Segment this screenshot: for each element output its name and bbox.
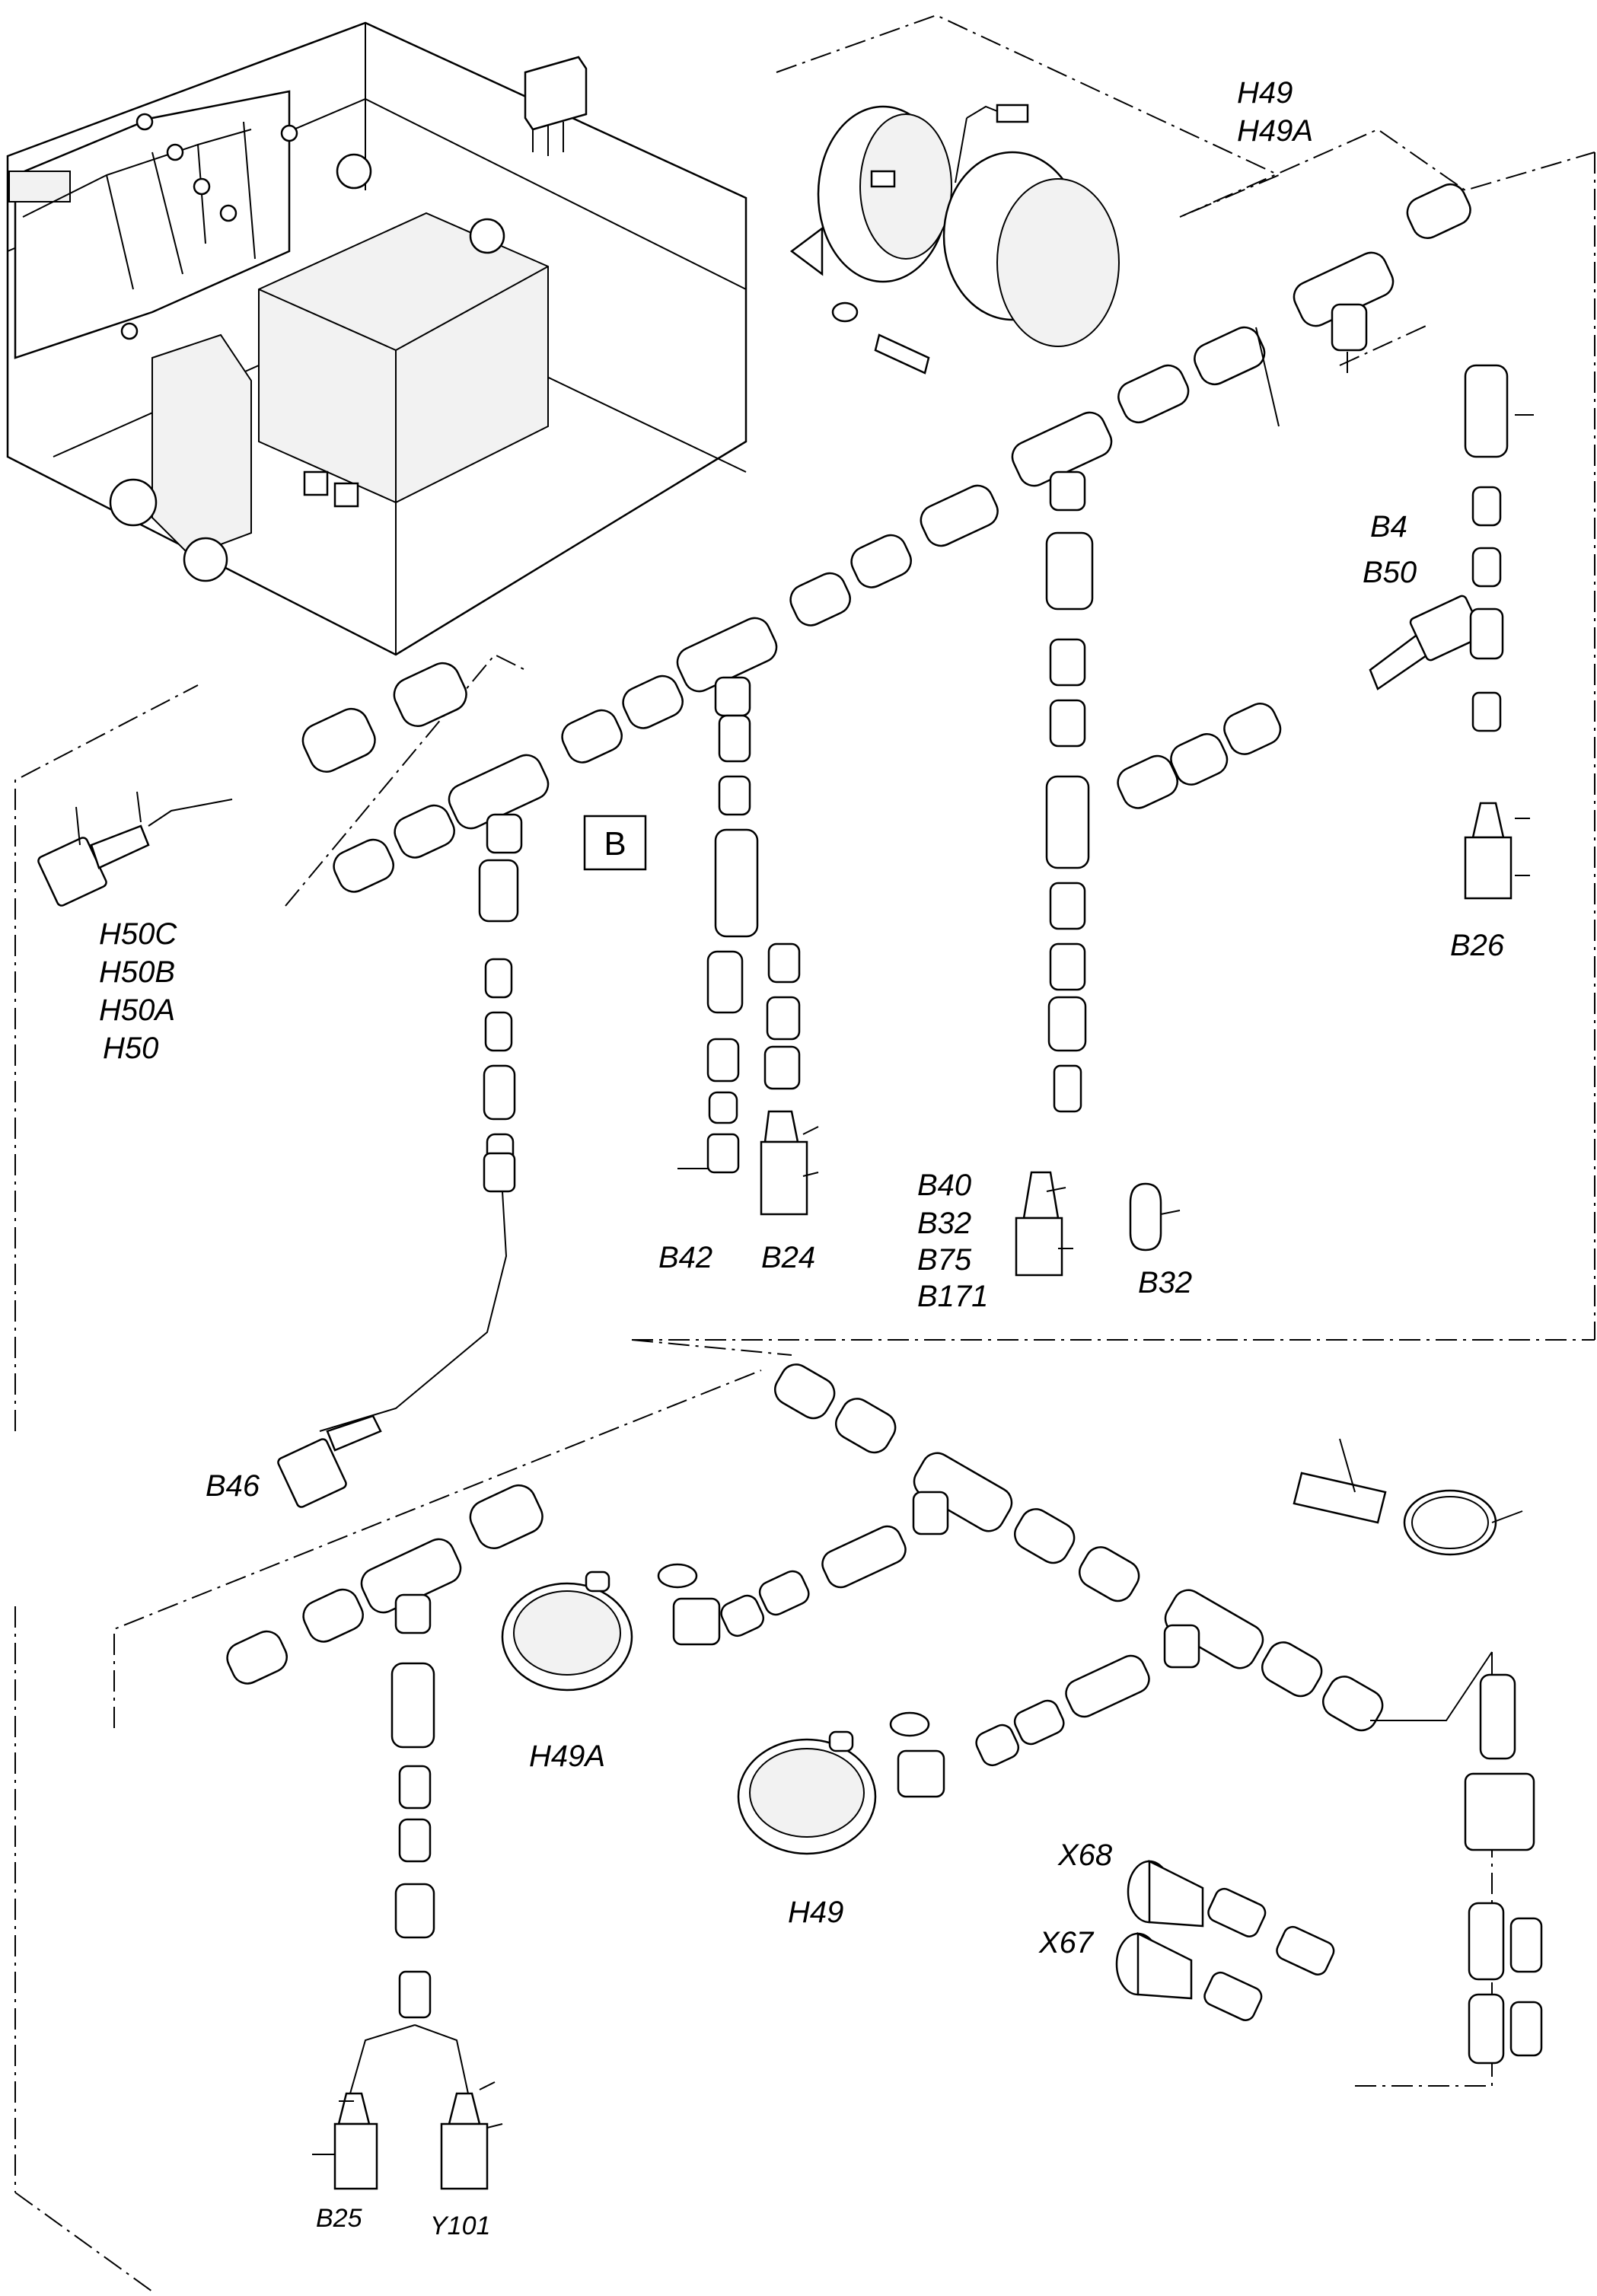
- label-h49a-bottom: H49A: [529, 1740, 605, 1773]
- connector-x67: [1115, 1931, 1263, 2021]
- tee-junction: [1011, 411, 1113, 512]
- connector-b46: [277, 1414, 382, 1508]
- label-h50c: H50C: [99, 917, 177, 951]
- connector-x68: [1127, 1859, 1335, 1976]
- label-h49-top: H49: [1237, 76, 1293, 110]
- label-b40: B40: [917, 1169, 971, 1202]
- label-y101: Y101: [430, 2211, 490, 2240]
- tee-junction: [1293, 251, 1395, 352]
- tee-junction: [448, 754, 550, 854]
- tape-roll: [1293, 1472, 1387, 1524]
- label-b50: B50: [1363, 556, 1417, 589]
- horn-h49a: [501, 1563, 721, 1692]
- drop-b40: [1015, 531, 1162, 1277]
- label-x67: X67: [1038, 1926, 1095, 1960]
- label-b32b: B32: [1138, 1266, 1192, 1299]
- label-x68: X68: [1057, 1838, 1113, 1872]
- label-h50: H50: [103, 1032, 158, 1065]
- label-b4: B4: [1370, 510, 1407, 544]
- machine-overview-drawing: [6, 21, 747, 656]
- label-h50b: H50B: [99, 955, 175, 989]
- tee-junction: [676, 617, 778, 717]
- label-h50a: H50A: [99, 993, 175, 1027]
- label-b24: B24: [761, 1241, 815, 1274]
- section-b-box: B: [583, 815, 647, 871]
- label-b32a: B32: [917, 1207, 971, 1240]
- label-b46: B46: [206, 1469, 260, 1503]
- leader-lines: [75, 327, 1534, 2155]
- drop-b46: [319, 859, 519, 1432]
- drop-b42-b24: [706, 714, 808, 1216]
- label-b25: B25: [316, 2204, 362, 2233]
- harness-segments-bottom: [226, 1363, 1543, 2190]
- connector-sleeve: [1406, 183, 1471, 239]
- label-b171: B171: [917, 1280, 988, 1313]
- section-label: B: [604, 825, 626, 863]
- tee-junction: [912, 1452, 1013, 1535]
- tee-junction: [1163, 1589, 1264, 1669]
- label-h49-bottom: H49: [788, 1896, 843, 1929]
- label-h49a-top: H49A: [1237, 114, 1313, 148]
- tee-junction: [360, 1538, 462, 1634]
- label-b26: B26: [1450, 929, 1505, 962]
- connector-h50: [37, 799, 233, 907]
- region-borders: [14, 14, 1595, 2292]
- harness-segments-top: [37, 183, 1513, 1508]
- branch-b4-b50: [1117, 595, 1484, 809]
- horn-assembly-top: [789, 104, 1120, 375]
- label-b42: B42: [658, 1241, 712, 1274]
- drop-b26: [1464, 364, 1513, 900]
- label-b75: B75: [917, 1243, 972, 1277]
- horn-h49: [737, 1711, 945, 1855]
- cable-tie: [1403, 1489, 1497, 1556]
